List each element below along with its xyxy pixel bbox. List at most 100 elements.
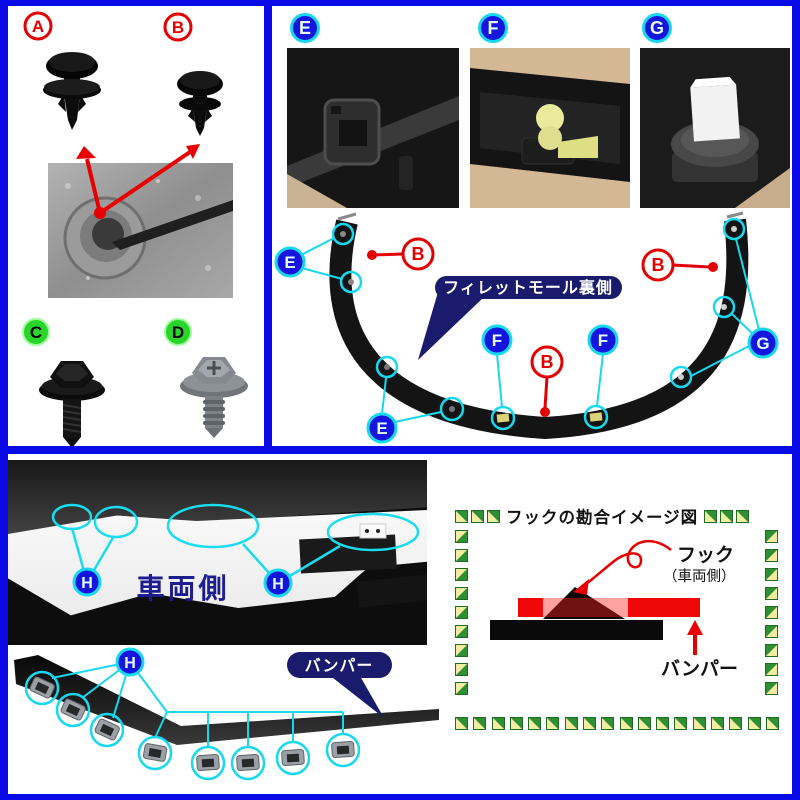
vehicle-side-caption: 車両側 bbox=[136, 573, 229, 604]
border-square bbox=[487, 509, 500, 523]
border-square bbox=[601, 717, 615, 730]
molding-g: G bbox=[756, 334, 769, 353]
callout-g-letter: G bbox=[649, 17, 664, 38]
border-square bbox=[765, 530, 778, 543]
molding-f2: F bbox=[598, 331, 608, 350]
callout-b-letter: B bbox=[172, 18, 184, 37]
push-clip-a bbox=[43, 52, 101, 130]
vehicle-h2: H bbox=[272, 576, 284, 593]
border-square bbox=[765, 549, 778, 562]
border-square bbox=[656, 717, 670, 730]
bumper-caption: バンパー bbox=[305, 657, 374, 675]
border-square bbox=[765, 625, 778, 638]
molding-e2: E bbox=[376, 419, 387, 438]
border-squares-top-left bbox=[455, 509, 500, 523]
border-square bbox=[736, 509, 750, 523]
border-square bbox=[455, 606, 468, 619]
hook-diagram-title: フックの勘合イメージ図 bbox=[506, 509, 699, 527]
border-square bbox=[455, 682, 468, 695]
connector-lines bbox=[300, 237, 760, 423]
border-square bbox=[509, 717, 523, 730]
border-square bbox=[582, 717, 596, 730]
bumper-bar-left bbox=[518, 598, 543, 617]
border-square bbox=[455, 587, 468, 600]
border-square bbox=[674, 717, 688, 730]
bolt-d bbox=[180, 357, 248, 438]
bumper-caption-bubble: バンパー bbox=[287, 652, 392, 718]
highlight-circles bbox=[331, 217, 746, 431]
callout-f-badge: F bbox=[478, 13, 508, 43]
molding-caption: フィレットモール裏側 bbox=[443, 278, 613, 297]
border-square bbox=[765, 568, 778, 581]
bumper-panel: H H 車両側 bbox=[8, 454, 792, 794]
callout-c: C bbox=[22, 318, 50, 346]
clip-e-photo bbox=[287, 48, 459, 208]
strip-circles bbox=[24, 670, 361, 781]
border-square bbox=[765, 587, 778, 600]
border-square bbox=[564, 717, 578, 730]
border-square bbox=[747, 717, 761, 730]
border-square bbox=[729, 717, 743, 730]
border-square bbox=[455, 509, 468, 523]
callout-e-letter: E bbox=[298, 17, 311, 38]
push-clip-b bbox=[177, 71, 223, 136]
bumper-label: バンパー bbox=[661, 658, 738, 680]
molding-caption-bubble: フィレットモール裏側 bbox=[418, 276, 622, 360]
screwdriver bbox=[112, 200, 233, 250]
border-square bbox=[546, 717, 560, 730]
arrow-origin-dot bbox=[94, 207, 106, 219]
vehicle-overlay: H H 車両側 bbox=[51, 503, 420, 604]
hook-arrow bbox=[584, 539, 672, 586]
callout-d-letter: D bbox=[172, 323, 184, 342]
hook-schematic: フック （車両側） バンパー bbox=[490, 539, 738, 680]
border-square bbox=[704, 509, 718, 523]
border-squares-left bbox=[455, 530, 468, 695]
molding-f1: F bbox=[492, 331, 502, 350]
border-squares-right bbox=[765, 530, 778, 695]
border-square bbox=[528, 717, 542, 730]
border-square bbox=[455, 549, 468, 562]
callout-c-letter: C bbox=[30, 323, 42, 342]
molding-diagram: フィレットモール裏側 E B F F B B E G bbox=[274, 211, 779, 444]
hook-label: フック bbox=[677, 544, 734, 566]
fillet-molding bbox=[329, 218, 749, 440]
hook-diagram-header: フックの勘合イメージ図 bbox=[455, 508, 779, 527]
border-square bbox=[455, 568, 468, 581]
border-square bbox=[692, 717, 706, 730]
border-square bbox=[619, 717, 633, 730]
border-square bbox=[765, 682, 778, 695]
callout-a: A bbox=[23, 11, 53, 41]
bumper-bar-right bbox=[628, 598, 700, 617]
molding-b3: B bbox=[652, 255, 665, 275]
border-square bbox=[765, 644, 778, 657]
callout-g-badge: G bbox=[642, 13, 672, 43]
border-square bbox=[473, 717, 487, 730]
callout-a-letter: A bbox=[32, 17, 44, 36]
vehicle-side-photo: H H 車両側 bbox=[8, 460, 427, 645]
border-squares-bottom bbox=[455, 717, 779, 730]
clip-f-photo bbox=[470, 48, 630, 208]
red-leaders bbox=[367, 250, 718, 417]
molding-panel: E F G bbox=[272, 6, 792, 446]
border-square bbox=[710, 717, 724, 730]
strip-clips bbox=[29, 676, 355, 772]
hook-engagement-diagram: フックの勘合イメージ図 フック （車両側） バンパー bbox=[455, 508, 779, 730]
molding-e1: E bbox=[284, 253, 295, 272]
border-square bbox=[720, 509, 734, 523]
border-square bbox=[455, 717, 468, 730]
clip-g-photo bbox=[640, 48, 790, 208]
base-bar bbox=[490, 620, 663, 640]
callout-d: D bbox=[164, 318, 192, 346]
callout-f-letter: F bbox=[487, 17, 499, 38]
hook-sublabel: （車両側） bbox=[663, 568, 736, 585]
border-square bbox=[491, 717, 505, 730]
border-square bbox=[765, 663, 778, 676]
border-square bbox=[455, 625, 468, 638]
border-squares-top-right bbox=[704, 509, 750, 523]
bolt-c bbox=[39, 361, 105, 446]
arrow-a bbox=[76, 146, 102, 214]
strip-h: H bbox=[124, 655, 136, 672]
molding-b2: B bbox=[541, 352, 554, 372]
fasteners-panel: A B bbox=[8, 6, 264, 446]
callout-e-badge: E bbox=[290, 13, 320, 43]
